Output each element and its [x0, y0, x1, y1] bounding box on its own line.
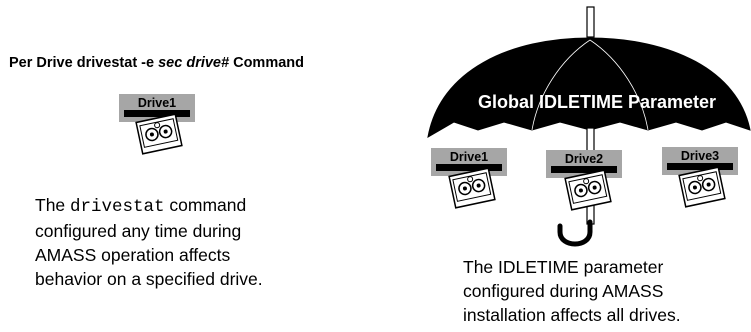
drivestat-code: drivestat	[70, 197, 165, 217]
left-description: The drivestat command configured any tim…	[35, 193, 263, 291]
drive3-label: Drive3	[680, 149, 720, 163]
cartridge-icon	[448, 167, 496, 209]
left-title-prefix: Per Drive drivestat -e	[9, 55, 159, 71]
drive2-box: Drive2	[546, 150, 622, 178]
left-title-italic: sec drive#	[158, 55, 230, 71]
right-desc-line3: installation affects all drives.	[463, 305, 681, 325]
left-desc-line2: configured any time during	[35, 221, 242, 241]
drive2-label: Drive2	[564, 152, 604, 166]
drive1-box: Drive1	[431, 148, 507, 176]
right-description: The IDLETIME parameter configured during…	[463, 255, 681, 327]
drive2-slot	[551, 166, 617, 173]
right-desc-line1: The IDLETIME parameter	[463, 257, 664, 277]
left-title-suffix: Command	[229, 55, 304, 71]
drive1-label: Drive1	[449, 150, 489, 164]
right-desc-line2: configured during AMASS	[463, 281, 664, 301]
umbrella-icon	[427, 6, 751, 247]
cartridge-icon	[678, 166, 726, 208]
left-desc-line1-post: command	[164, 195, 247, 215]
left-desc-line1-pre: The	[35, 195, 71, 215]
drive-slot	[124, 110, 190, 117]
umbrella-title: Global IDLETIME Parameter	[477, 92, 717, 112]
left-desc-line4: behavior on a specified drive.	[35, 269, 263, 289]
drive-label: Drive1	[137, 96, 177, 110]
drive1-slot	[436, 164, 502, 171]
drive3-slot	[667, 163, 733, 170]
cartridge-icon	[135, 113, 183, 155]
cartridge-icon	[564, 169, 612, 211]
left-desc-line3: AMASS operation affects	[35, 245, 231, 265]
left-panel-title: Per Drive drivestat -e sec drive# Comman…	[9, 55, 304, 71]
left-desc-line1: The drivestat command	[35, 193, 263, 219]
